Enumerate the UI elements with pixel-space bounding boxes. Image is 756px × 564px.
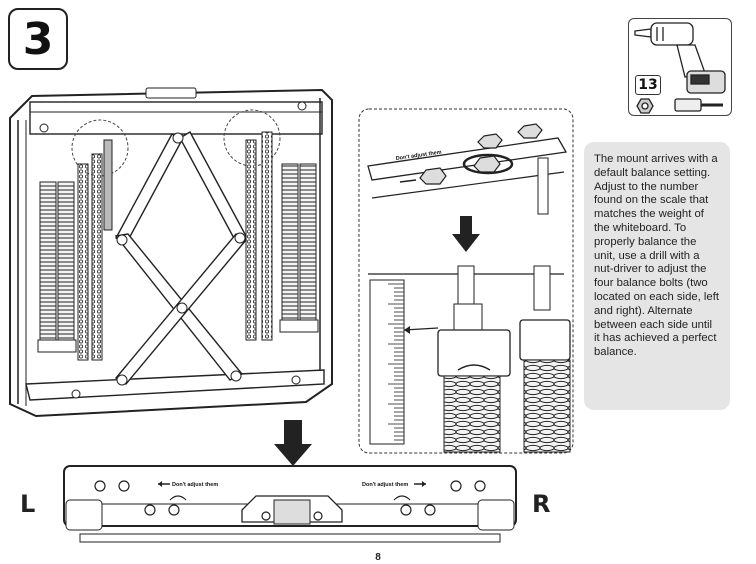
- nut-driver-bit-icon: [674, 98, 723, 112]
- instruction-text: The mount arrives with a default balance…: [594, 153, 719, 359]
- instruction-panel: The mount arrives with a default balance…: [584, 142, 730, 410]
- mount-bottom-view-illustration: Don't adjust them Don't adjust them: [63, 465, 517, 543]
- step-number-badge: 3: [8, 8, 68, 70]
- right-side-label: R: [532, 490, 551, 518]
- bottom-note-right: Don't adjust them: [362, 482, 408, 488]
- page-number: 8: [375, 552, 381, 563]
- left-side-label: L: [20, 490, 36, 518]
- mount-back-illustration: [9, 87, 333, 418]
- socket-size-label: 13: [635, 75, 661, 95]
- balance-bolt-detail-inset: Don't adjust them: [358, 108, 574, 454]
- drill-icon: [634, 22, 726, 94]
- bottom-note-left: Don't adjust them: [172, 482, 218, 488]
- down-arrow-icon: [274, 420, 312, 466]
- tools-required-box: 13: [628, 18, 732, 116]
- hex-nut-icon: [636, 98, 654, 114]
